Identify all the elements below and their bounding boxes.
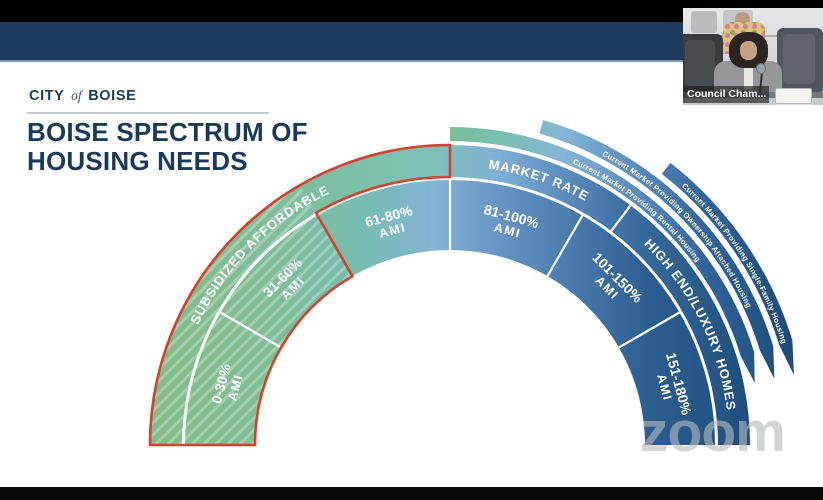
participant-video-thumbnail[interactable]: Council Cham... [683, 8, 823, 105]
zoom-watermark: zoom [640, 400, 786, 464]
hatch-overlay-ring [184, 215, 353, 445]
logo-boise: BOISE [88, 88, 137, 104]
letterbox-top [0, 0, 823, 22]
office-chair-right [777, 28, 823, 94]
speaker-face [740, 41, 757, 60]
outer-arc-current-market-providing-rental-housing [450, 127, 755, 383]
slide-title-line1: BOISE SPECTRUM OF [27, 117, 308, 147]
outer-arc-current-market-providing-single-family-housing [661, 162, 794, 376]
ring-separator [546, 214, 584, 277]
ring-separator [219, 311, 282, 349]
papers-binder [775, 88, 812, 104]
background-chair-icon [691, 11, 717, 33]
slide-title: BOISE SPECTRUM OF HOUSING NEEDS [27, 118, 308, 176]
microphone-head-icon [756, 63, 766, 74]
band-separator [610, 204, 632, 232]
logo-divider-line [27, 112, 269, 114]
subsidized-affordable-red-outline [148, 143, 452, 447]
logo-city: CITY [29, 88, 65, 104]
participant-name-label: Council Cham... [683, 86, 769, 103]
city-of-boise-logo: CITY of BOISE [29, 88, 136, 104]
ring-separator [618, 311, 681, 349]
letterbox-bottom [0, 487, 823, 500]
hatch-overlay-band [150, 185, 316, 445]
slide-title-line2: HOUSING NEEDS [27, 146, 248, 176]
logo-of: of [71, 88, 82, 103]
